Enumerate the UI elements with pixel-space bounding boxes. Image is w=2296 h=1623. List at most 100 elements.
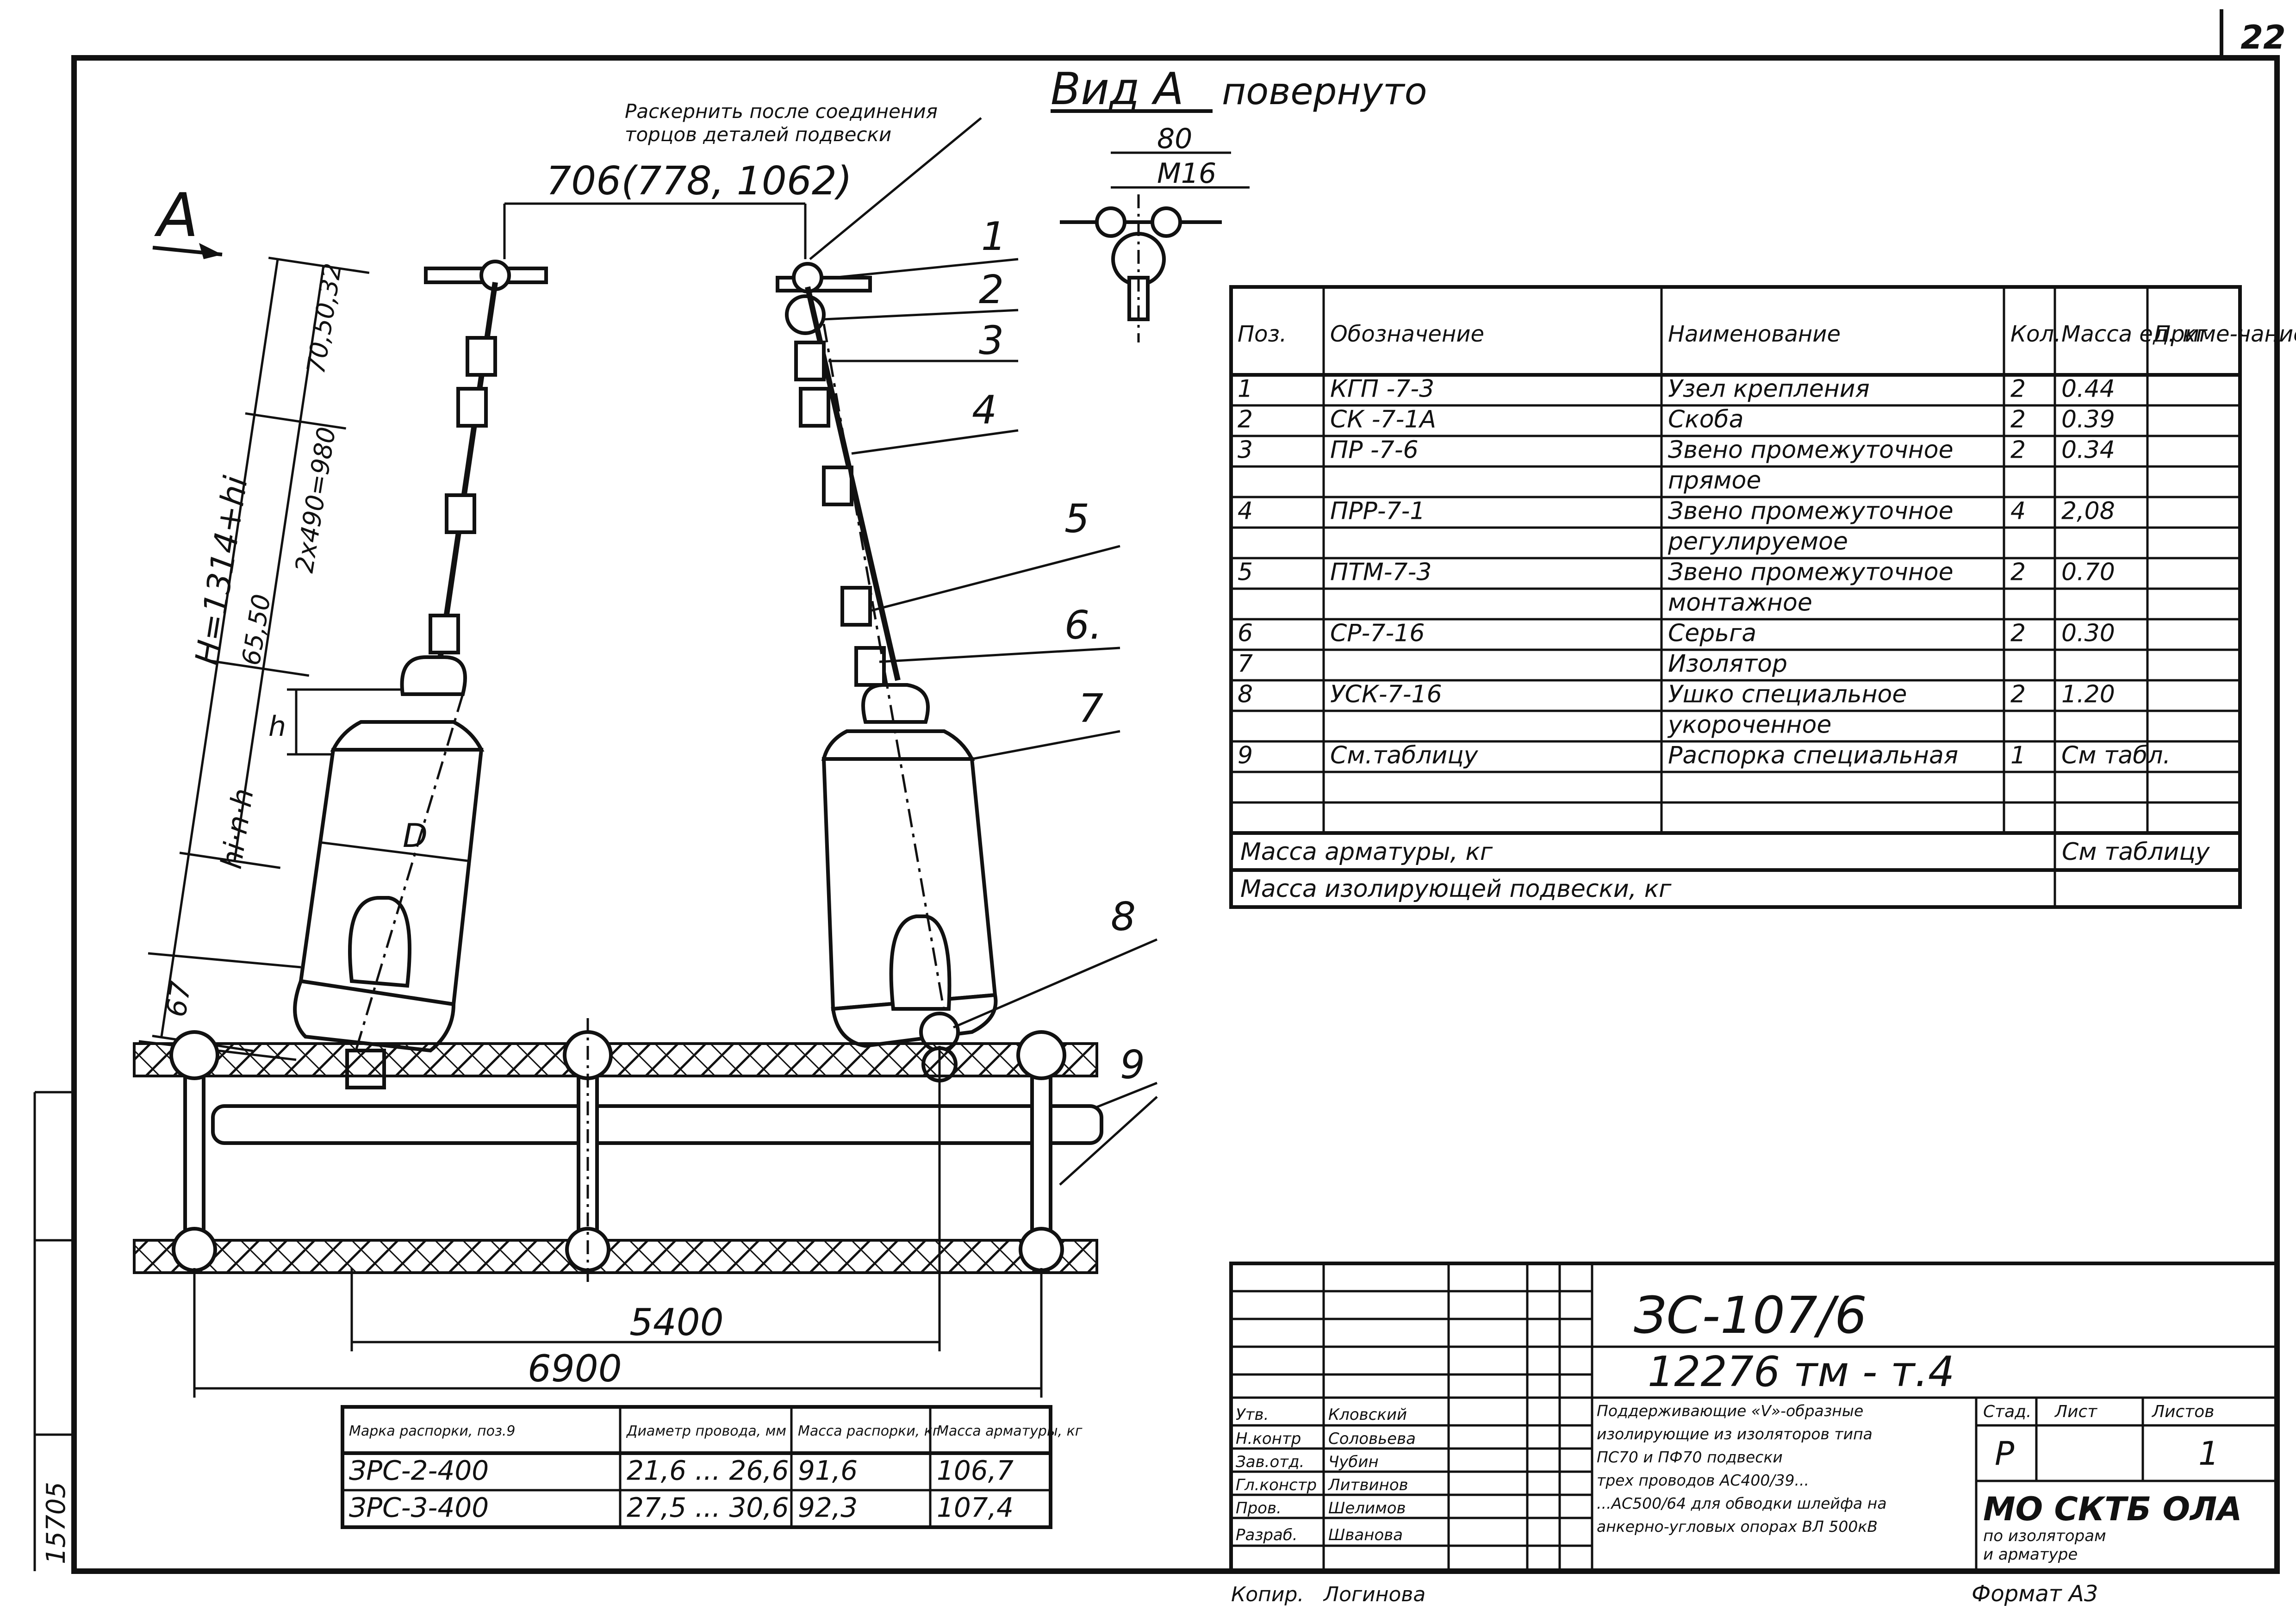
svg-text:Зав.отд.: Зав.отд. <box>1236 1453 1304 1471</box>
spec-cell: прямое <box>1668 467 1761 495</box>
sheet-frame <box>71 55 2280 1574</box>
svg-text:по изоляторам: по изоляторам <box>1983 1527 2106 1545</box>
spec-cell: 2 <box>2010 559 2026 586</box>
spec-cell: 0.39 <box>2061 406 2115 434</box>
spacer-cell: 92,3 <box>798 1492 858 1524</box>
spec-cell: Изолятор <box>1668 650 1787 678</box>
dim-67: 67 <box>160 979 198 1019</box>
spec-header-1: Обозначение <box>1330 321 1484 347</box>
copied-label: Копир. <box>1231 1583 1304 1606</box>
svg-text:Лист: Лист <box>2054 1402 2097 1421</box>
spec-cell: СК -7-1А <box>1330 406 1436 434</box>
dim-6900: 6900 <box>528 1347 622 1390</box>
svg-text:М16: М16 <box>1157 157 1216 190</box>
callout-8: 8 <box>1111 894 1136 940</box>
callout-7: 7 <box>1078 686 1103 732</box>
format-label: Формат А3 <box>1972 1581 2098 1607</box>
svg-text:80: 80 <box>1157 123 1192 155</box>
spacer-header-0: Марка распорки, поз.9 <box>349 1423 516 1439</box>
spec-cell: регулируемое <box>1668 528 1848 556</box>
dim-top-spacing: 706(778, 1062) <box>546 158 852 204</box>
org-name: МО СКТБ ОЛА <box>1983 1490 2242 1528</box>
callout-5: 5 <box>1064 496 1089 542</box>
spec-cell: Узел крепления <box>1668 375 1870 403</box>
dim-hi-n-h: hi·n·h <box>214 786 260 871</box>
dim-70-50-32: 70,50,32 <box>301 261 348 376</box>
right-insulator-string <box>776 262 998 1082</box>
spec-cell: Звено промежуточное <box>1668 497 1954 525</box>
svg-text:и арматуре: и арматуре <box>1983 1545 2078 1564</box>
svg-text:Шелимов: Шелимов <box>1328 1499 1406 1517</box>
spec-cell: 2 <box>2010 406 2026 434</box>
spec-cell: 1 <box>2010 742 2026 770</box>
spec-cell: 1 <box>1238 375 1253 403</box>
spec-cell: 9 <box>1238 742 1253 770</box>
side-stamp: 15705 <box>41 1482 71 1564</box>
callout-4: 4 <box>972 387 997 433</box>
svg-text:Пров.: Пров. <box>1236 1499 1282 1517</box>
spec-cell: Скоба <box>1668 406 1743 434</box>
svg-text:Шванова: Шванова <box>1328 1526 1403 1544</box>
spec-cell: Звено промежуточное <box>1668 436 1954 464</box>
spacer-cell: 106,7 <box>937 1455 1014 1486</box>
spec-cell: 0.30 <box>2061 620 2115 647</box>
svg-text:Кловский: Кловский <box>1328 1405 1407 1424</box>
svg-text:Н.контр: Н.контр <box>1236 1430 1301 1448</box>
spec-cell: 0.70 <box>2061 559 2115 586</box>
sheets-value: 1 <box>2198 1435 2219 1473</box>
spec-cell: См табл. <box>2061 742 2171 770</box>
svg-text:Листов: Листов <box>2151 1402 2214 1421</box>
spec-cell: 2,08 <box>2061 497 2115 525</box>
project-number: 12276 тм - т.4 <box>1648 1348 1954 1396</box>
spacer-assembly <box>133 1018 1103 1287</box>
spec-cell: 3 <box>1238 436 1253 464</box>
spec-cell: Звено промежуточное <box>1668 559 1954 586</box>
dim-65-50: 65,50 <box>236 592 276 667</box>
svg-text:Разраб.: Разраб. <box>1236 1526 1298 1544</box>
mass-value-0: См таблицу <box>2062 838 2210 866</box>
spec-cell: 0.44 <box>2061 375 2115 403</box>
spec-cell: УСК-7-16 <box>1330 681 1442 709</box>
left-insulator-string <box>293 260 548 1089</box>
note-line1: Раскернить после соединения <box>625 100 938 123</box>
title-block: ЗС-107/6 12276 тм - т.4 Утв. Кловский Н.… <box>1229 1262 2279 1573</box>
spec-cell: ПРР-7-1 <box>1330 497 1425 525</box>
svg-text:изолирующие из изоляторов типа: изолирующие из изоляторов типа <box>1597 1425 1873 1443</box>
spec-cell: 5 <box>1238 559 1253 586</box>
spec-header-3: Кол. <box>2010 321 2061 347</box>
svg-text:ПС70 и ПФ70 подвески: ПС70 и ПФ70 подвески <box>1597 1448 1783 1466</box>
specification-table: Поз. Обозначение Наименование Кол.Масса ед.… <box>1229 285 2296 909</box>
spec-header-4: Масса ед. кг <box>2061 321 2208 347</box>
spacer-cell: ЗРС-3-400 <box>349 1492 489 1524</box>
spec-cell: Распорка специальная <box>1668 742 1958 770</box>
spec-cell: 2 <box>1238 406 1253 434</box>
callout-2: 2 <box>979 267 1004 313</box>
svg-text:Поддерживающие «V»-образные: Поддерживающие «V»-образные <box>1597 1402 1863 1420</box>
svg-text:трех проводов АС400/39...: трех проводов АС400/39... <box>1597 1471 1809 1489</box>
spec-header-2: Наименование <box>1668 321 1841 347</box>
mass-label-0: Масса арматуры, кг <box>1240 838 1493 866</box>
spacer-cell: ЗРС-2-400 <box>349 1455 489 1486</box>
callout-9: 9 <box>1120 1042 1145 1088</box>
note-line2: торцов деталей подвески <box>625 123 891 146</box>
spec-cell: КГП -7-3 <box>1330 375 1434 403</box>
svg-text:Литвинов: Литвинов <box>1327 1476 1408 1494</box>
spec-cell: ПТМ-7-3 <box>1330 559 1431 586</box>
stage-value: Р <box>1995 1435 2015 1473</box>
spec-cell: 2 <box>2010 375 2026 403</box>
spec-cell: СР-7-16 <box>1330 620 1425 647</box>
drawing-code: ЗС-107/6 <box>1634 1286 1867 1345</box>
spec-header-0: Поз. <box>1238 321 1287 347</box>
spec-cell: монтажное <box>1668 589 1812 617</box>
spec-cell: См.таблицу <box>1330 742 1479 770</box>
svg-text:анкерно-угловых опорах ВЛ 500к: анкерно-угловых опорах ВЛ 500кВ <box>1597 1517 1878 1536</box>
page-number: 22 <box>2240 19 2285 56</box>
spec-cell: укороченное <box>1667 711 1831 739</box>
view-title-letter: Вид А <box>1051 64 1184 115</box>
callout-1: 1 <box>981 214 1006 260</box>
spec-cell: 6 <box>1238 620 1253 647</box>
svg-text:Гл.констр: Гл.констр <box>1236 1476 1317 1494</box>
svg-text:...АС500/64 для обводки шлейфа: ...АС500/64 для обводки шлейфа на <box>1597 1494 1887 1512</box>
spec-cell: ПР -7-6 <box>1330 436 1419 464</box>
